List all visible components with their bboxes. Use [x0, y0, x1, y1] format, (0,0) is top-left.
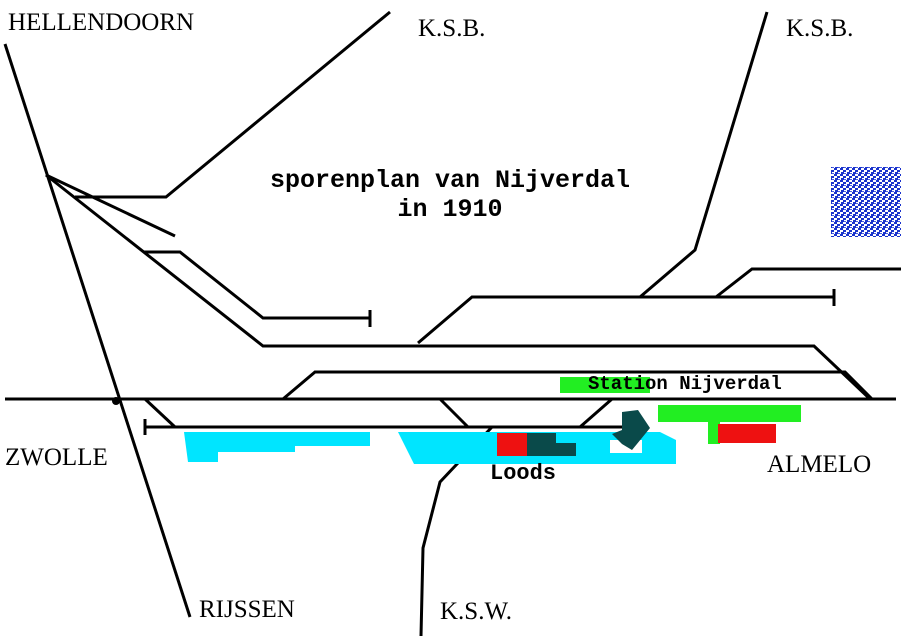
station-label: Station Nijverdal [588, 373, 782, 395]
title-line-1: sporenplan van Nijverdal [269, 166, 631, 195]
place-ksb-left: K.S.B. [418, 15, 486, 42]
place-hellendoorn: HELLENDOORN [8, 9, 195, 36]
junction-dot [112, 397, 120, 405]
water-areas [184, 432, 676, 464]
title-line-2: in 1910 [397, 195, 503, 224]
place-zwolle: ZWOLLE [5, 444, 108, 471]
red-buildings [497, 424, 776, 456]
place-ksb-right: K.S.B. [786, 15, 854, 42]
lower-lines [143, 397, 633, 636]
place-rijssen: RIJSSEN [199, 596, 295, 623]
station-buildings [560, 377, 801, 444]
place-ksw: K.S.W. [440, 598, 513, 625]
right-lines [282, 11, 901, 401]
loods-shed [527, 410, 650, 456]
place-almelo: ALMELO [767, 451, 872, 478]
loods-label: Loods [490, 461, 557, 486]
map-tile [831, 167, 901, 237]
diagram-title: sporenplan van Nijverdal in 1910 [200, 166, 700, 224]
